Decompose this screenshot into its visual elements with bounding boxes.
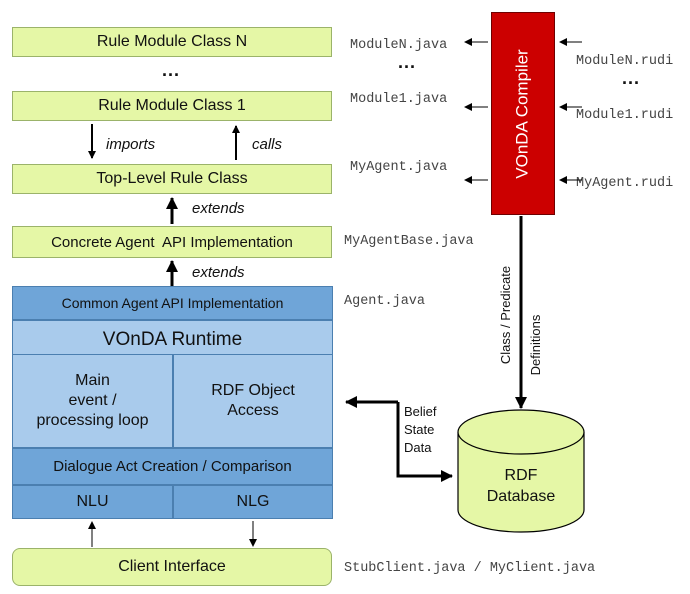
rule-module-n-label: Rule Module Class N [96,33,248,50]
top-level-rule-class-label: Top-Level Rule Class [96,170,248,187]
rdf-object-access-line-1: RDF Object [211,382,295,399]
nlg-label: NLG [236,493,270,510]
client-file-label: StubClient.java / MyClient.java [344,561,596,576]
main-loop-line-3: processing loop [36,412,149,429]
belief-line-3: Data [404,440,432,455]
main-loop-line-1: Main [75,372,110,389]
common-agent-api-label: Common Agent API Implementation [61,295,284,311]
rdf-database-label: RDF Database [458,465,584,507]
rdf-object-access-box: RDF Object Access [173,354,333,448]
concrete-agent-label: Concrete Agent API Implementation [51,233,293,251]
my-agent-rudi-label: MyAgent.rudi [576,176,674,191]
module-n-rudi-label: ModuleN.rudi [576,54,674,69]
rule-module-n-box: Rule Module Class N [12,27,332,57]
agent-java-label: Agent.java [344,294,426,309]
my-agent-base-java-label: MyAgentBase.java [344,234,474,249]
belief-state-label: Belief State Data [404,403,437,457]
client-interface-box: Client Interface [12,548,332,586]
module-1-rudi-label: Module1.rudi [576,108,674,123]
vonda-runtime-label: VOnDA Runtime [102,329,243,350]
rdf-database-line-2: Database [486,488,556,505]
main-loop-line-2: event / [68,392,117,409]
calls-label: calls [252,136,283,153]
rule-module-1-box: Rule Module Class 1 [12,91,332,121]
belief-line-2: State [404,422,435,437]
nlu-label: NLU [76,493,109,510]
rdf-database-cylinder [457,409,585,533]
java-files-dots: ... [398,52,417,72]
top-level-rule-class-box: Top-Level Rule Class [12,164,332,194]
concrete-agent-box: Concrete Agent API Implementation [12,226,332,258]
belief-state-arrow [396,402,453,482]
extends-label-2: extends [192,264,245,281]
dialogue-act-label: Dialogue Act Creation / Comparison [53,458,292,475]
main-loop-box: Main event / processing loop [12,354,173,448]
common-agent-api-box: Common Agent API Implementation [12,286,333,320]
rdf-database-line-1: RDF [504,467,538,484]
rdf-object-access-line-2: Access [227,402,279,419]
extends-label-1: extends [192,200,245,217]
dialogue-act-box: Dialogue Act Creation / Comparison [12,448,333,485]
vonda-compiler-box: VOnDA Compiler [491,12,555,215]
my-agent-java-label: MyAgent.java [350,160,448,175]
rule-module-1-label: Rule Module Class 1 [98,97,246,114]
nlu-box: NLU [12,485,173,519]
nlg-box: NLG [173,485,333,519]
rudi-files-dots: ... [622,68,641,88]
imports-label: imports [106,136,156,153]
belief-line-1: Belief [404,404,437,419]
module-1-java-label: Module1.java [350,92,448,107]
rule-module-dots: ... [162,60,181,80]
module-n-java-label: ModuleN.java [350,38,448,53]
client-interface-label: Client Interface [118,558,226,575]
